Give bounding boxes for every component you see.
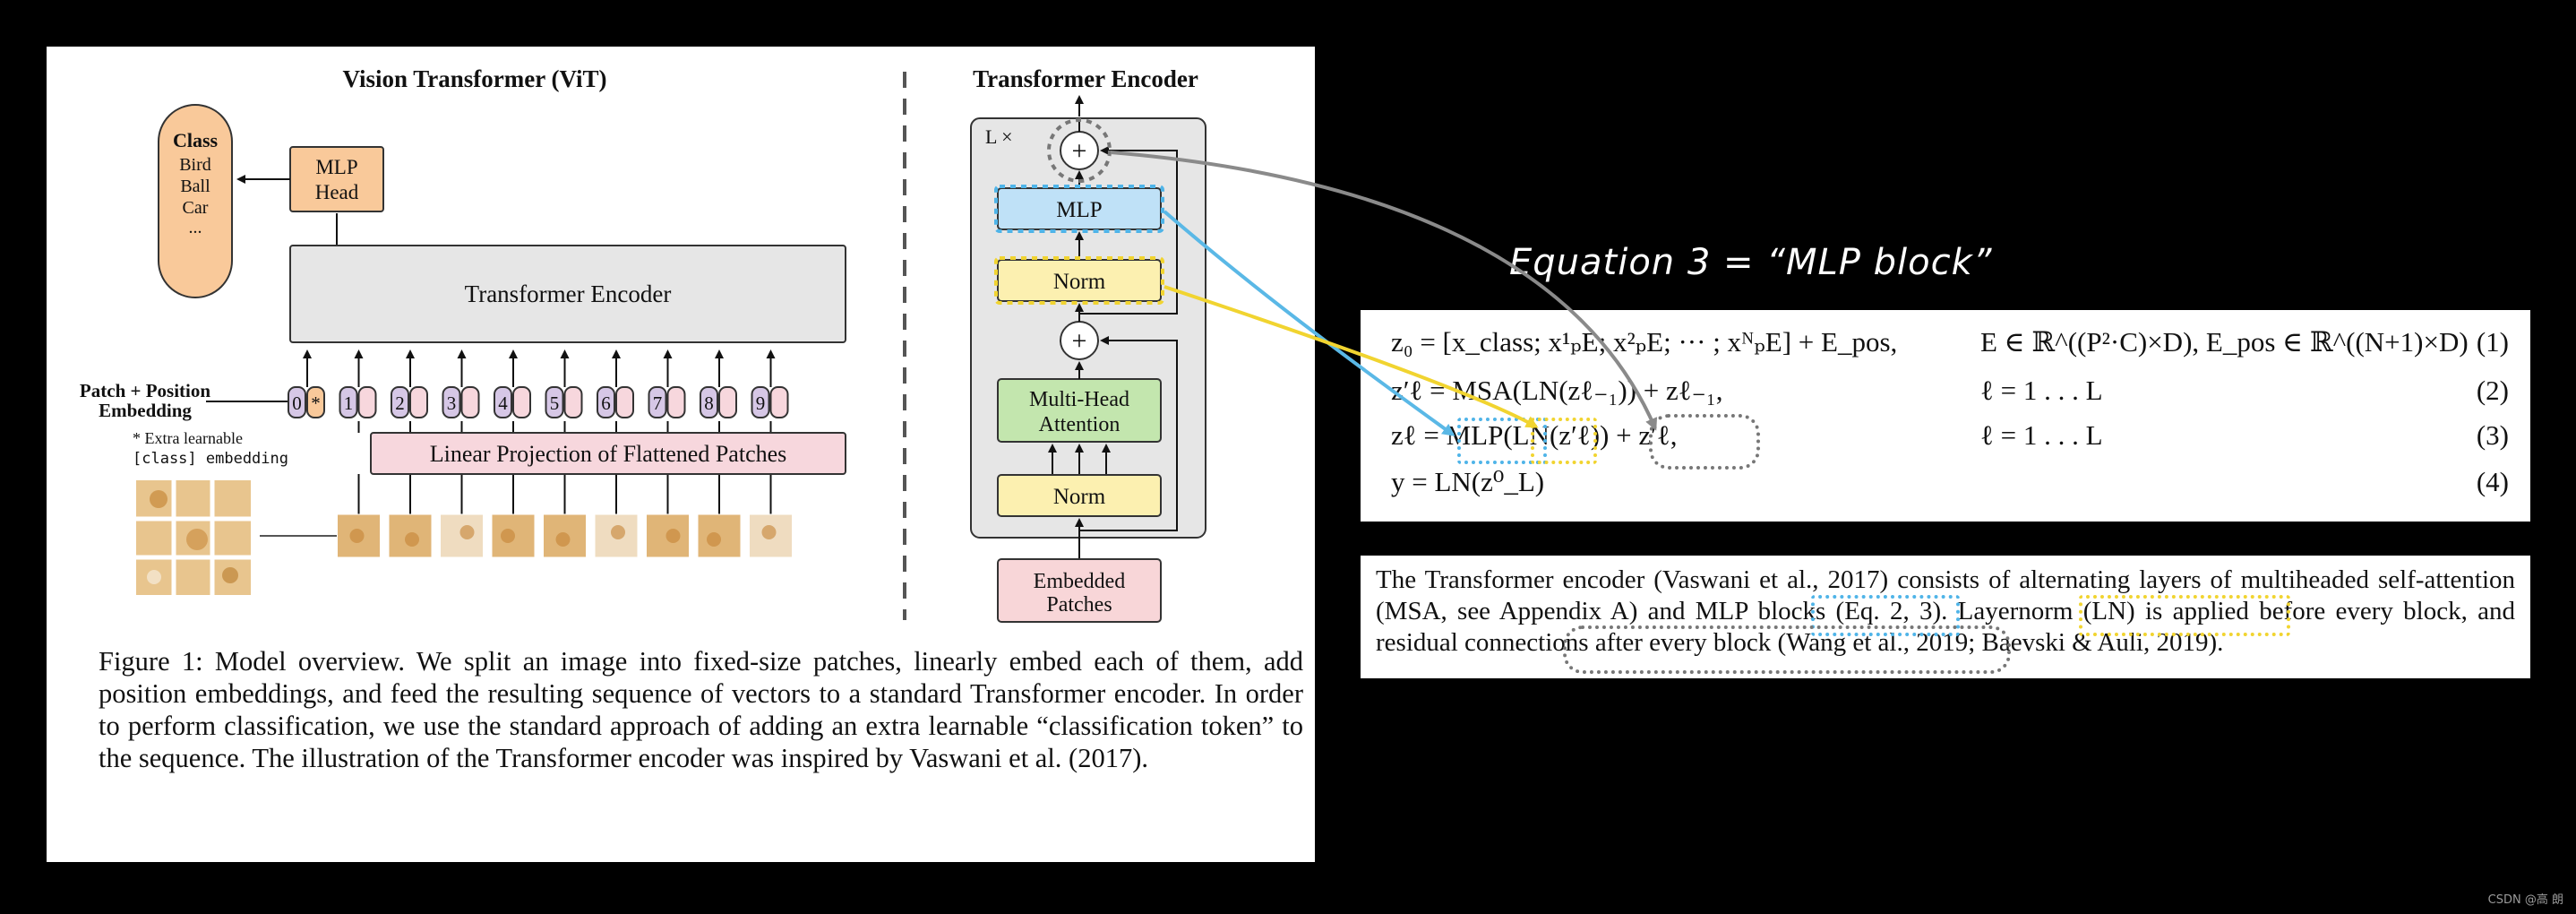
token-1: 1 — [339, 349, 377, 514]
token-8: 8 — [700, 349, 737, 514]
extra-note-2: [class] embedding — [133, 450, 288, 468]
equation-3-number: (3) — [2476, 419, 2509, 451]
token-label-1: 1 — [344, 392, 354, 414]
equation-2-rhs: ℓ = 1 . . . L — [1980, 375, 2103, 406]
token-label-3: 3 — [447, 392, 457, 414]
plus-top: + — [1072, 136, 1087, 166]
figure-caption: Figure 1: Model overview. We split an im… — [99, 646, 1303, 773]
watermark: CSDN @高 朗 — [2487, 893, 2563, 907]
class-token-star: * — [311, 392, 321, 414]
extra-note-1: * Extra learnable — [133, 429, 243, 447]
token-label-2: 2 — [395, 392, 405, 414]
residual-highlight-eq — [1649, 414, 1760, 470]
residual-connections-highlight — [1563, 625, 2011, 674]
token-9: 9 — [751, 349, 789, 514]
linear-projection-box — [370, 432, 846, 475]
equation-4-number: (4) — [2476, 466, 2509, 497]
patch-3 — [440, 513, 484, 558]
token-label-0: 0 — [292, 392, 302, 414]
annotation-title: Equation 3 = “MLP block” — [1509, 242, 1993, 283]
residual-skip-lower — [1079, 336, 1178, 531]
token-3: 3 — [442, 349, 480, 514]
token-label-5: 5 — [550, 392, 560, 414]
patch-texture-2 — [405, 532, 419, 547]
transformer-encoder-label: Transformer Encoder — [465, 280, 672, 307]
patch-position-label-1: Patch + Position — [80, 380, 210, 401]
linear-projection-label: Linear Projection of Flattened Patches — [430, 441, 787, 467]
token-7: 7 — [648, 349, 686, 514]
attention-label-2: Attention — [1039, 413, 1121, 436]
residual-skip-upper — [1079, 146, 1178, 315]
mlp-head-label-1: MLP — [315, 156, 357, 178]
text-panel: The Transformer encoder (Vaswani et al.,… — [1361, 556, 2530, 678]
token-label-6: 6 — [601, 392, 611, 414]
token-label-9: 9 — [756, 392, 766, 414]
equation-3-rhs: ℓ = 1 . . . L — [1980, 419, 2103, 451]
patch-position-label-2: Embedding — [99, 400, 192, 421]
equation-2-lhs: z′ℓ = MSA(LN(zℓ₋₁)) + zℓ₋₁, — [1391, 375, 1723, 406]
norm-lower-label: Norm — [1053, 485, 1106, 509]
equation-1-number: (1) — [2476, 326, 2509, 358]
patch-texture-5 — [555, 532, 571, 547]
equations-panel: z₀ = [x_class; x¹ₚE; x²ₚE; ··· ; xᴺₚE] +… — [1361, 310, 2530, 522]
token-label-7: 7 — [653, 392, 663, 414]
equation-2-number: (2) — [2476, 375, 2509, 406]
residual-pointer-arrow — [1110, 151, 1658, 431]
embedded-label-2: Patches — [1046, 593, 1112, 617]
token-6: 6 — [597, 349, 634, 514]
transformer-encoder-box — [289, 245, 846, 343]
vit-figure-panel: Vision Transformer (ViT) Class Bird Ball… — [47, 47, 1315, 862]
token-label-4: 4 — [498, 392, 508, 414]
flattened-patches — [337, 513, 793, 558]
vit-diagram: Vision Transformer (ViT) Class Bird Ball… — [80, 65, 1206, 623]
mlp-highlight-diagram — [994, 185, 1164, 233]
attention-label-1: Multi-Head — [1029, 388, 1129, 411]
class-item-bird: Bird — [179, 155, 211, 175]
token-5: 5 — [545, 349, 583, 514]
mlp-head-label-2: Head — [315, 181, 359, 203]
token-label-8: 8 — [704, 392, 714, 414]
mlp-pointer-arrow — [1163, 210, 1455, 436]
norm-box-lower — [997, 474, 1162, 517]
equation-1-lhs: z₀ = [x_class; x¹ₚE; x²ₚE; ··· ; xᴺₚE] +… — [1391, 326, 1898, 358]
mlp-box-label: MLP — [1056, 198, 1102, 222]
residual-highlight-diagram — [1047, 118, 1112, 183]
embedded-patches-box — [997, 558, 1162, 623]
norm-highlight-diagram — [994, 256, 1164, 305]
mlp-highlight-eq — [1457, 418, 1547, 464]
embedded-label-1: Embedded — [1034, 570, 1126, 593]
input-image — [136, 480, 251, 595]
equation-1-rhs: E ∈ ℝ^((P²·C)×D), E_pos ∈ ℝ^((N+1)×D) — [1980, 326, 2469, 358]
mlp-blocks-highlight — [1811, 595, 1960, 636]
plus-bottom: + — [1072, 326, 1087, 356]
patch-texture-3 — [459, 525, 475, 539]
token-2: 2 — [391, 349, 428, 514]
norm-upper-label: Norm — [1053, 270, 1106, 294]
norm-pointer-arrow — [1163, 285, 1539, 428]
patch-texture-6 — [611, 525, 625, 539]
class-item-car: Car — [183, 198, 209, 218]
vit-title: Vision Transformer (ViT) — [343, 65, 607, 92]
repeat-label: L × — [985, 125, 1013, 148]
patch-texture-9 — [761, 525, 777, 539]
class-title: Class — [173, 129, 219, 151]
token-0: 0* — [288, 349, 325, 418]
patch-texture-1 — [349, 529, 365, 543]
class-box — [158, 104, 233, 298]
patch-texture-7 — [665, 529, 681, 543]
ln-highlight-eq — [1531, 418, 1597, 464]
class-item-ball: Ball — [180, 177, 210, 196]
layernorm-highlight — [2079, 595, 2290, 636]
patch-texture-4 — [501, 529, 515, 543]
class-item-more: ... — [189, 218, 202, 237]
equation-4-lhs: y = LN(z⁰_L) — [1391, 466, 1545, 497]
encoder-detail-title: Transformer Encoder — [973, 65, 1198, 92]
patch-texture-8 — [707, 532, 721, 547]
token-4: 4 — [494, 349, 531, 514]
